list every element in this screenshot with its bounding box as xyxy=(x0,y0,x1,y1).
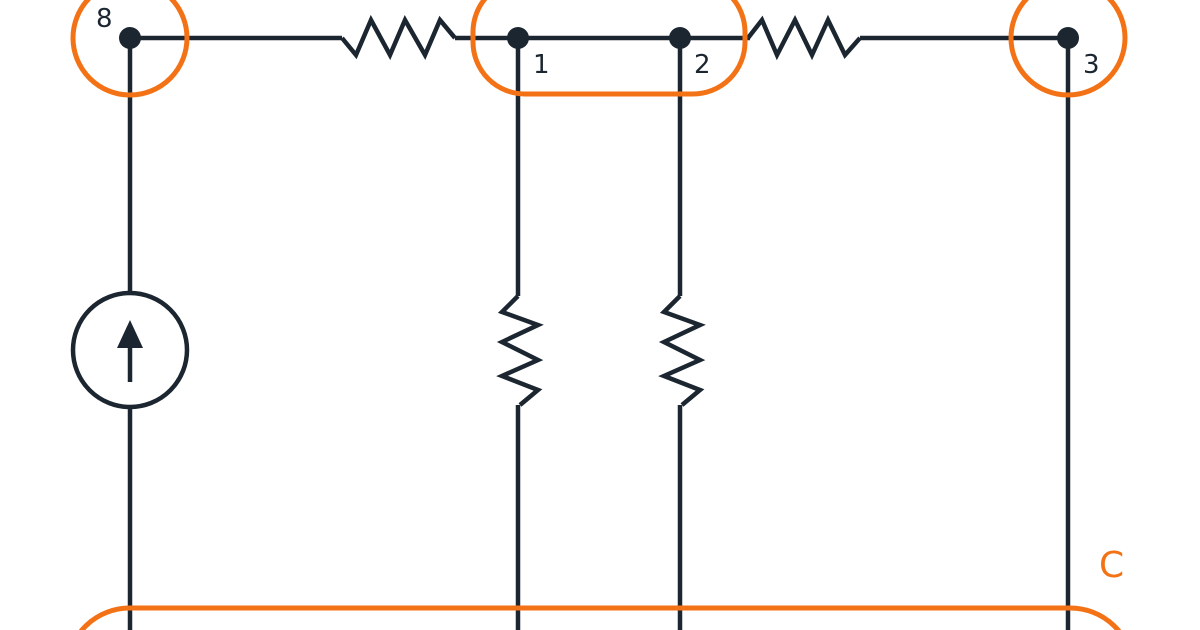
resistor-2-3-icon xyxy=(746,14,862,61)
node-3-dot xyxy=(1057,27,1079,49)
group-label-c: C xyxy=(1099,545,1124,586)
resistor-8-1-icon xyxy=(340,14,457,61)
arrow-up-icon xyxy=(117,320,143,348)
highlight-ground-group-c xyxy=(78,605,1122,630)
highlight-nodes-1-2 xyxy=(470,0,748,97)
node-label-1: 1 xyxy=(533,50,550,80)
node-label-3: 3 xyxy=(1083,50,1100,80)
highlight-node-8 xyxy=(70,0,190,98)
resistor-1-ground-icon xyxy=(496,294,544,407)
node-1-dot xyxy=(507,27,529,49)
node-label-8: 8 xyxy=(96,4,113,34)
node-2-dot xyxy=(669,27,691,49)
node-label-2: 2 xyxy=(694,50,711,80)
node-8-dot xyxy=(119,27,141,49)
resistor-2-ground-icon xyxy=(658,294,706,407)
highlight-node-3 xyxy=(1008,0,1128,98)
